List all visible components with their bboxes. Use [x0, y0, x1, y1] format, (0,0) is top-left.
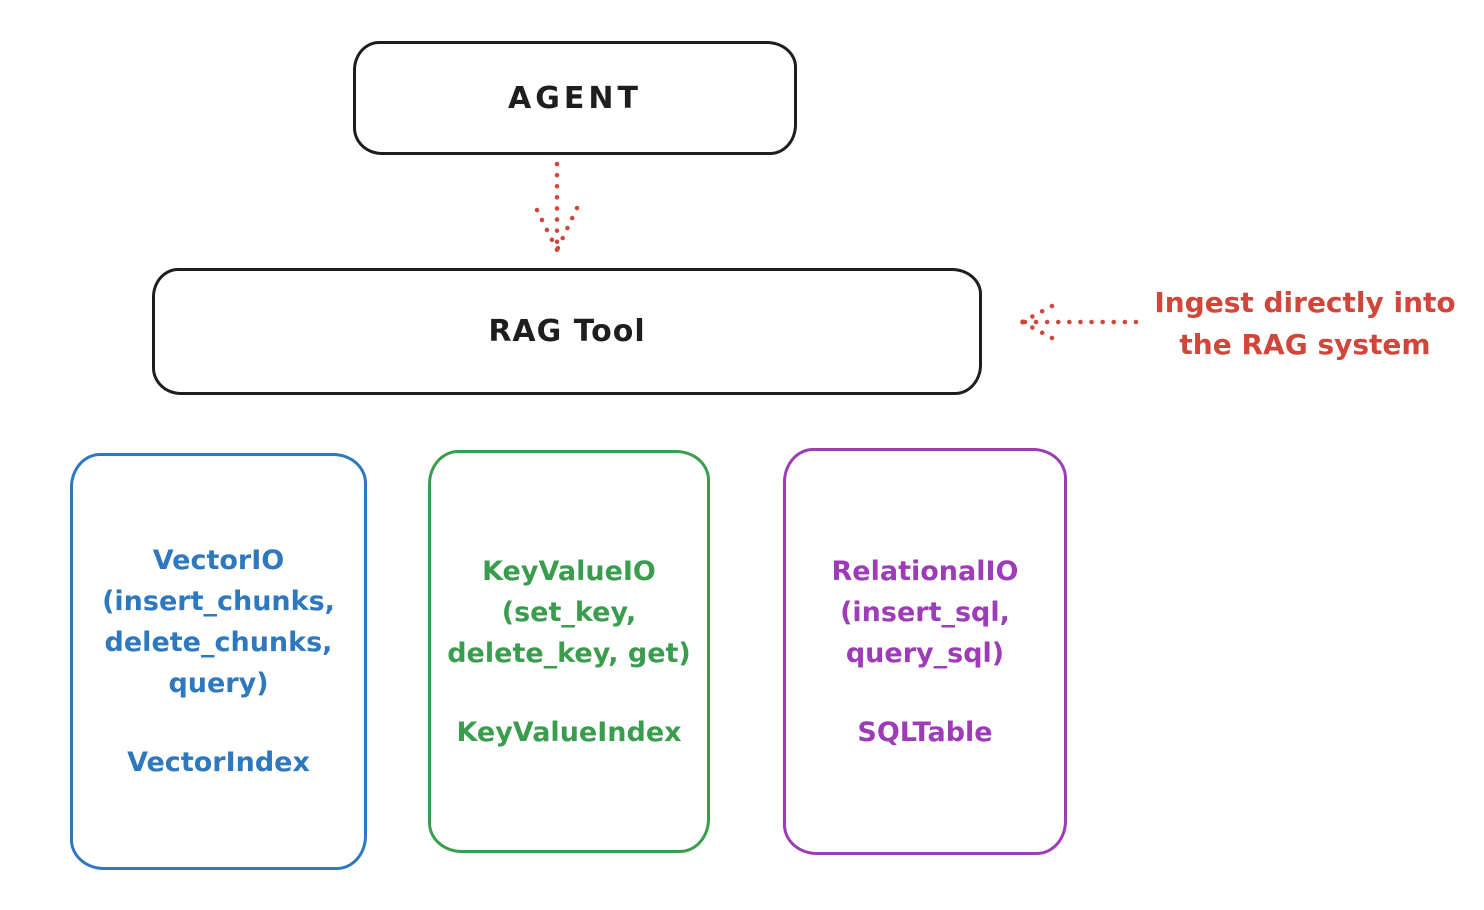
vector-io-title: VectorIO (insert_chunks, delete_chunks, … [102, 545, 335, 699]
relational-io-title: RelationalIO (insert_sql, query_sql) [831, 555, 1019, 669]
keyvalue-io-node: KeyValueIO (set_key, delete_key, get) Ke… [428, 450, 710, 853]
arrow-ingest-to-ragtool-icon [1019, 303, 1139, 341]
vector-io-node: VectorIO (insert_chunks, delete_chunks, … [70, 453, 367, 870]
rag-tool-node: RAG Tool [152, 268, 982, 395]
relational-io-node: RelationalIO (insert_sql, query_sql) SQL… [783, 448, 1067, 855]
sql-table-label: SQLTable [857, 716, 993, 748]
keyvalue-io-title: KeyValueIO (set_key, delete_key, get) [447, 555, 691, 669]
ingest-annotation: Ingest directly into the RAG system [1154, 286, 1456, 361]
keyvalue-index-label: KeyValueIndex [456, 716, 682, 748]
rag-tool-node-label: RAG Tool [488, 314, 646, 349]
vector-index-label: VectorIndex [127, 747, 310, 778]
agent-node: AGENT [353, 41, 797, 155]
agent-node-label: AGENT [508, 80, 642, 116]
arrow-agent-to-ragtool-icon [534, 161, 580, 253]
